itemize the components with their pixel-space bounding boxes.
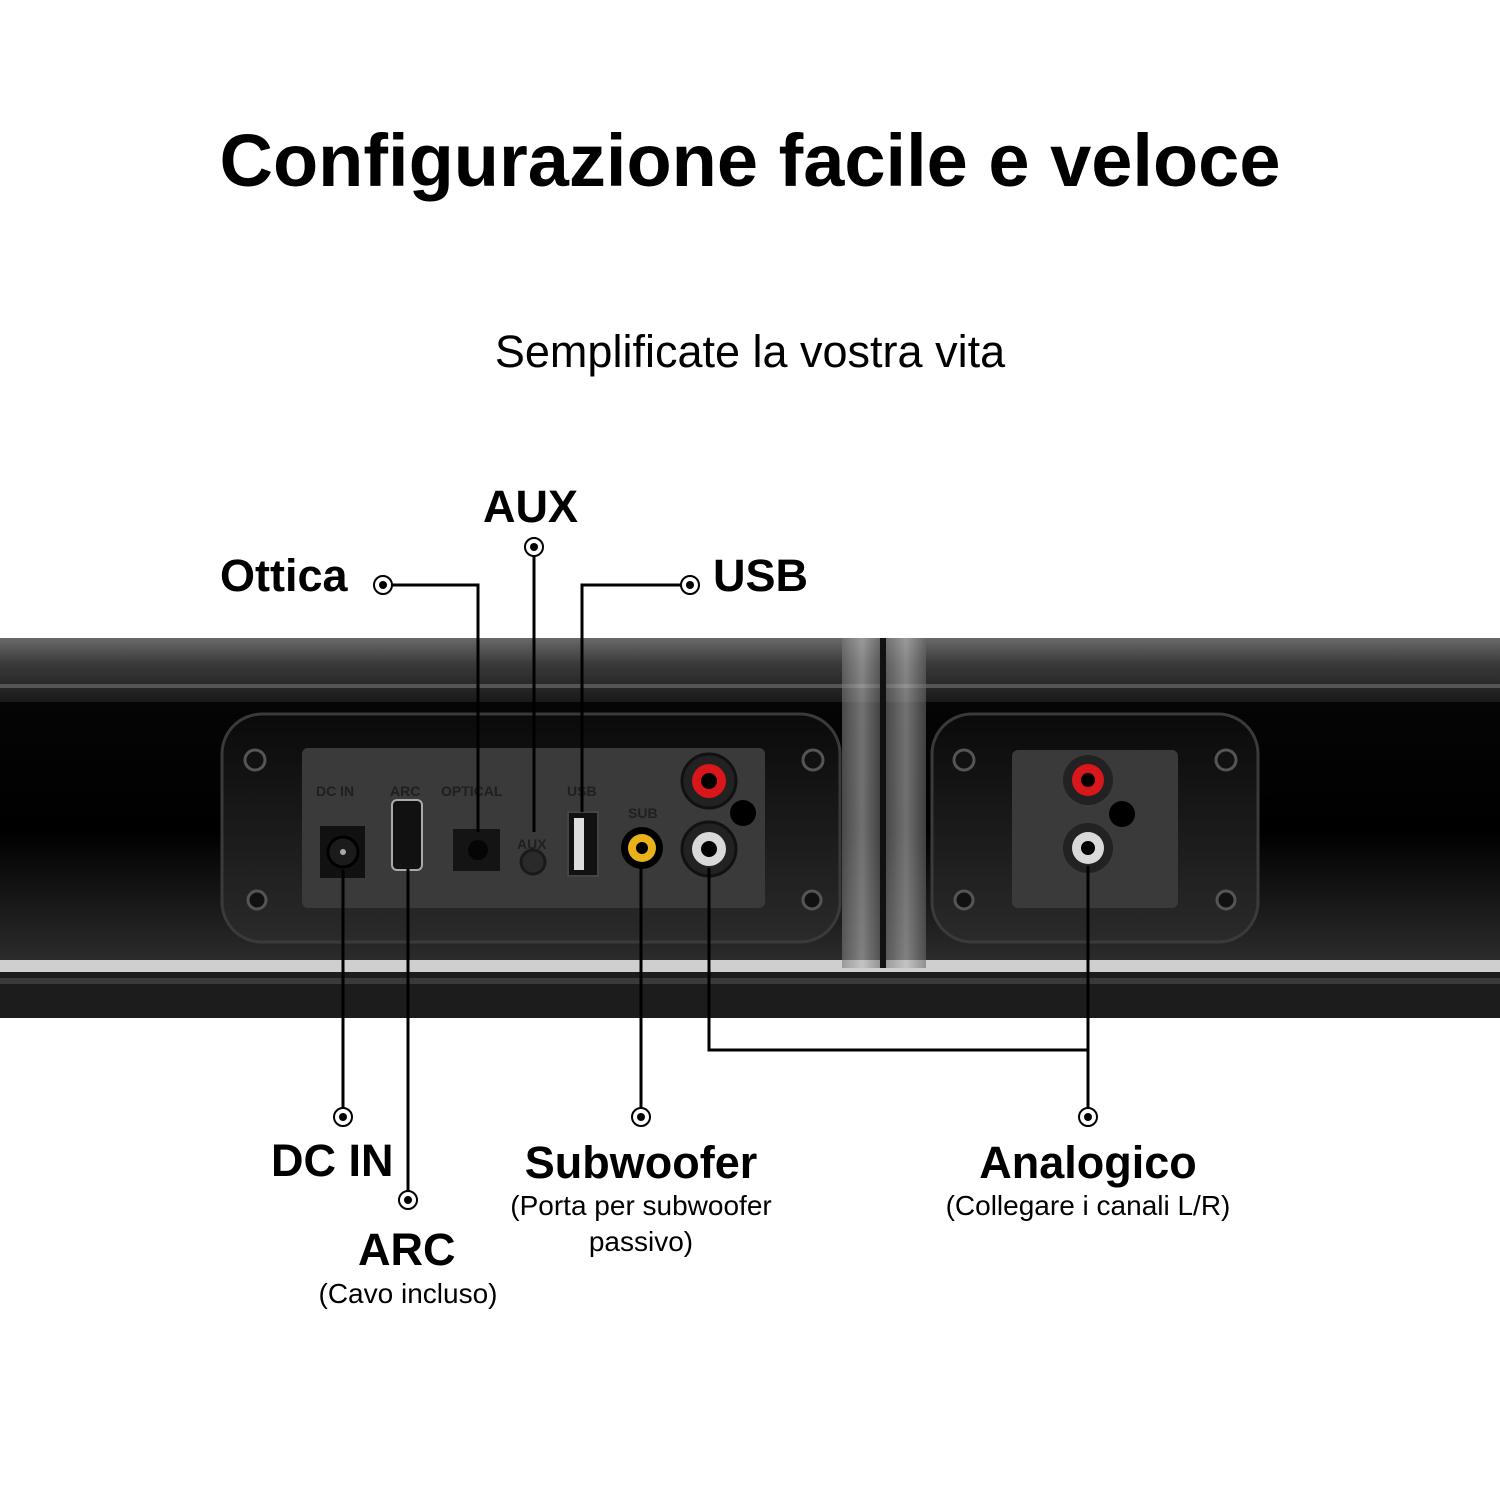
aux-port <box>519 848 547 876</box>
callout-subwoofer-note-2: passivo) <box>588 1226 694 1257</box>
callout-aux: AUX <box>483 481 579 532</box>
dc-in-port <box>320 826 365 878</box>
panel-label-arc: ARC <box>390 783 420 799</box>
right-rca-white-port <box>1063 823 1113 873</box>
usb-port <box>567 811 599 877</box>
callout-subwoofer: Subwoofer <box>524 1137 758 1188</box>
page-title: Configurazione facile e veloce <box>219 119 1281 202</box>
callout-dots <box>333 537 1098 1210</box>
callout-analogico: Analogico <box>979 1137 1197 1188</box>
callout-usb: USB <box>713 550 809 601</box>
leader-lines <box>341 547 1090 1200</box>
left-port-panel: DC IN ARC OPTICAL AUX USB SUB <box>220 712 842 944</box>
callout-subwoofer-note-1: (Porta per subwoofer <box>510 1190 772 1221</box>
callout-dc-in: DC IN <box>271 1135 394 1186</box>
callout-arc-note: (Cavo incluso) <box>318 1278 498 1309</box>
right-port-panel <box>930 712 1260 944</box>
panel-label-dc-in: DC IN <box>316 783 354 799</box>
callout-analogico-note: (Collegare i canali L/R) <box>945 1190 1231 1221</box>
page-subtitle: Semplificate la vostra vita <box>494 326 1006 377</box>
subwoofer-rca-port <box>621 827 663 869</box>
hdmi-arc-port <box>391 799 423 871</box>
panel-label-optical: OPTICAL <box>441 783 503 799</box>
panel-label-sub: SUB <box>628 805 658 821</box>
callout-ottica: Ottica <box>220 550 348 601</box>
panel-label-aux: AUX <box>517 836 547 852</box>
callout-arc: ARC <box>358 1224 456 1275</box>
analog-rca-red-port <box>680 752 738 810</box>
optical-port <box>453 829 500 871</box>
right-rca-red-port <box>1063 755 1113 805</box>
analog-rca-white-port <box>680 820 738 878</box>
